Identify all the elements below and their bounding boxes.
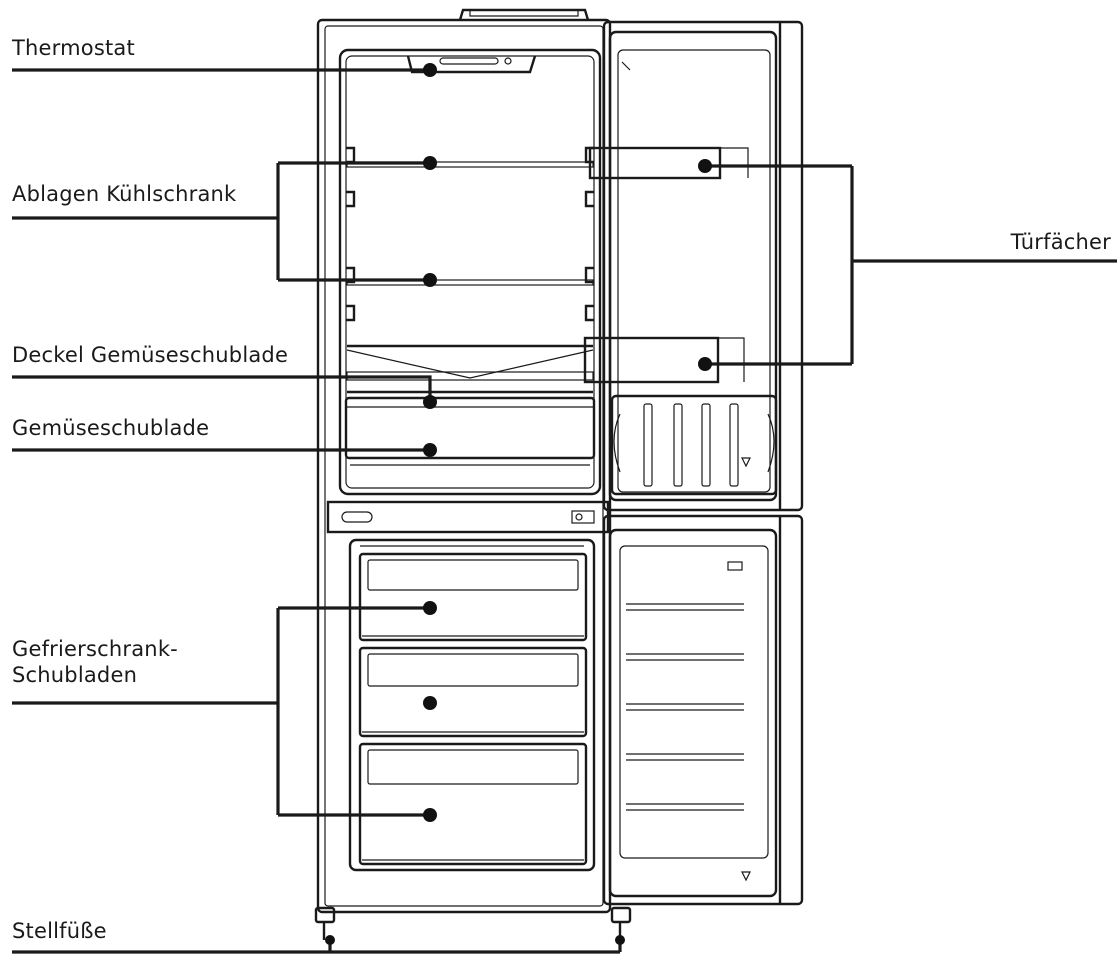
crisper-cover (346, 344, 594, 394)
freezer-drawer-1 (358, 552, 588, 642)
dot-thermostat (423, 63, 437, 77)
freezer-door (602, 514, 804, 906)
leader-tuerfaecher (705, 164, 1117, 366)
label-stellfuesse: Stellfüße (12, 919, 107, 943)
crisper-drawer (344, 396, 596, 466)
dot-freezer-drawer-2 (423, 696, 437, 710)
dot-shelf-upper (423, 156, 437, 170)
door-bin-lower (583, 336, 745, 384)
freezer-drawer-2 (358, 646, 588, 738)
fridge-shelf-lower (346, 279, 594, 286)
adjustable-feet (314, 906, 632, 940)
dot-freezer-drawer-3 (423, 808, 437, 822)
label-thermostat: Thermostat (12, 36, 135, 60)
dot-foot-right (615, 935, 625, 945)
dot-crisper-cover (423, 395, 437, 409)
dot-foot-left (325, 935, 335, 945)
fridge-door (583, 20, 804, 512)
label-gefrierschrank-schubladen: Gefrierschrank- Schubladen (12, 637, 178, 687)
label-deckel-gemueseschublade: Deckel Gemüseschublade (12, 343, 289, 367)
dot-crisper-drawer (423, 443, 437, 457)
callout-dots (325, 63, 712, 945)
door-bin-upper (588, 146, 749, 180)
fridge-compartment (338, 48, 602, 496)
leader-lines (12, 68, 1117, 954)
dot-door-bin-upper (698, 159, 712, 173)
leader-gefrier (12, 606, 430, 817)
freezer-compartment (348, 538, 596, 872)
dot-shelf-lower (423, 273, 437, 287)
label-ablagen-kuehlschrank: Ablagen Kühlschrank (12, 182, 237, 206)
thermostat-unit (406, 55, 537, 74)
leader-ablagen (12, 161, 430, 282)
label-gemueseschublade: Gemüseschublade (12, 416, 210, 440)
door-bin-bottom (610, 394, 778, 496)
leader-deckel (12, 375, 432, 402)
freezer-drawer-3 (358, 742, 588, 866)
label-tuerfaecher: Türfächer (1010, 230, 1111, 254)
dot-freezer-drawer-1 (423, 601, 437, 615)
shelf-supports (346, 146, 594, 322)
dot-door-bin-lower (698, 357, 712, 371)
fridge-cabinet (316, 8, 612, 914)
